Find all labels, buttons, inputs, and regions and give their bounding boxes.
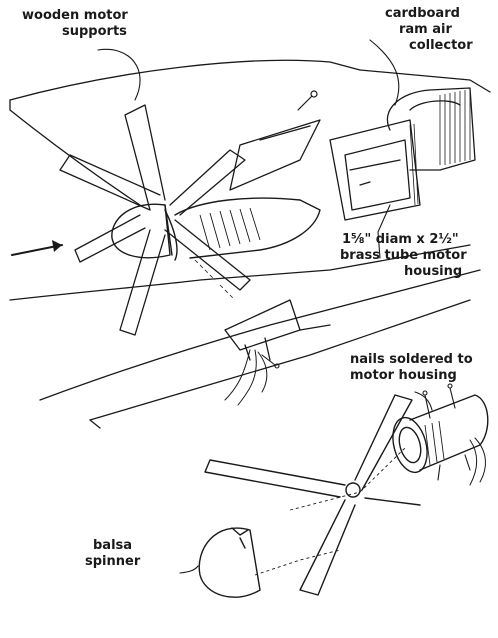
label-line: cardboard: [385, 6, 460, 21]
propeller-exploded: [204, 394, 421, 596]
wire-terminal: [261, 354, 280, 369]
direction-arrow: [11, 240, 63, 256]
collector-hatching: [409, 90, 471, 206]
label-line: nails soldered to: [350, 352, 473, 367]
support-dashes: [194, 259, 236, 301]
label-line: motor housing: [350, 368, 457, 383]
label-line: 1⅝" diam x 2½": [342, 232, 459, 247]
housing-wires: [469, 437, 486, 486]
mount-screw: [297, 90, 318, 111]
label-line: brass tube motor: [340, 248, 467, 263]
label-line: ram air: [399, 22, 452, 37]
label-line: supports: [62, 24, 127, 39]
label-cardboard-collector: cardboard ram air collector: [385, 6, 473, 54]
prop-shaft-dotted: [254, 447, 406, 576]
label-line: housing: [404, 264, 463, 279]
label-line: collector: [409, 38, 473, 53]
balsa-spinner-exploded: [198, 527, 261, 598]
label-line: wooden motor: [22, 8, 128, 23]
label-balsa-spinner: balsa spinner: [85, 538, 140, 570]
ram-air-collector: [329, 87, 476, 221]
propeller-assembled: [59, 104, 251, 336]
label-wooden-motor-supports: wooden motor supports: [22, 8, 128, 40]
label-line: balsa: [93, 538, 133, 553]
motor-housing-exploded: [392, 394, 489, 474]
motor-shading: [199, 207, 261, 251]
spinner-assembled: [111, 203, 173, 259]
housing-nails: [422, 383, 471, 481]
motor-supports: [224, 119, 321, 361]
housing-shading: [424, 420, 445, 466]
leader-lines: [97, 39, 433, 574]
label-line: spinner: [85, 554, 141, 569]
label-motor-housing: 1⅝" diam x 2½" brass tube motor housing: [340, 232, 467, 280]
wires-assembled: [224, 349, 268, 406]
label-nails: nails soldered to motor housing: [350, 352, 473, 384]
